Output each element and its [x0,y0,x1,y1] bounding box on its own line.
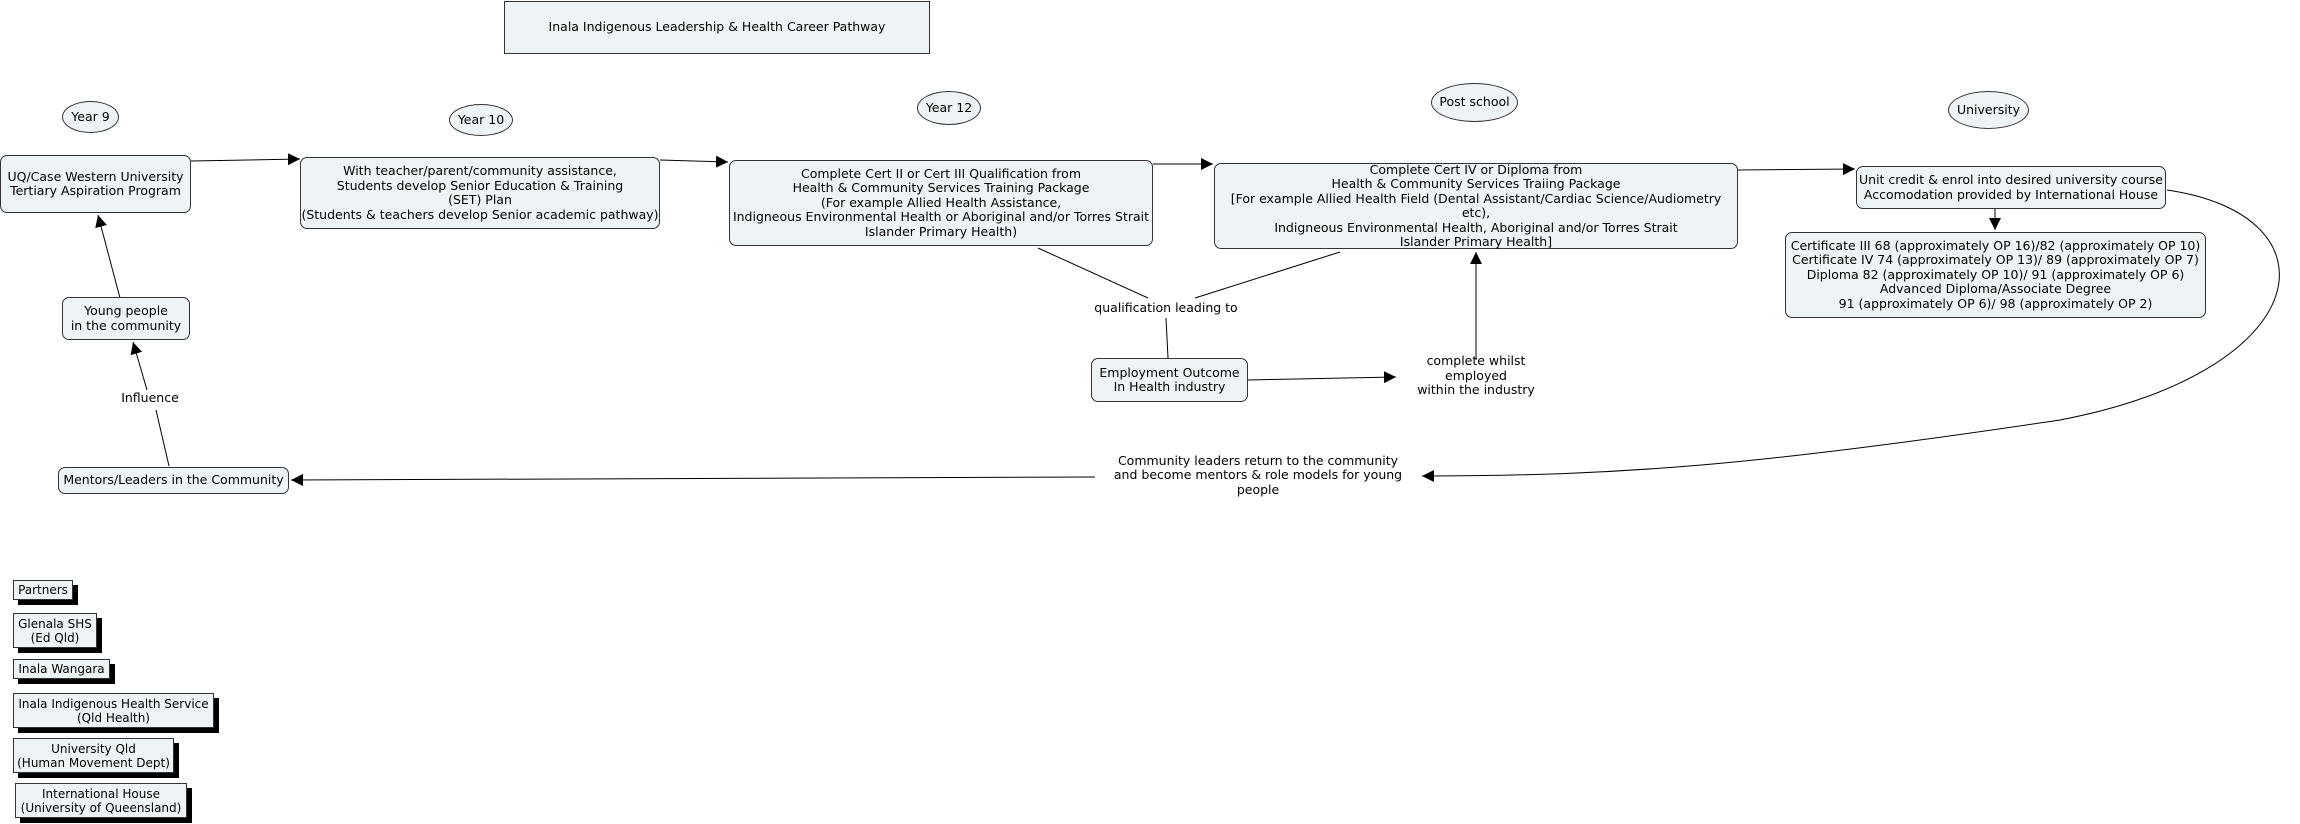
arrow-influence-to-young [130,341,148,391]
arrow-certiv-to-unit [1737,163,1856,176]
link-community-return: Community leaders return to the communit… [1095,453,1421,497]
line-certiv-to-qual [1194,251,1341,299]
partner-inala-wangara: Inala Wangara [13,659,110,679]
node-cert-ii-iii: Complete Cert II or Cert III Qualificati… [729,160,1153,246]
line-cert-to-qual [1037,247,1149,299]
curve-unit-to-community [1421,189,2280,482]
node-young-people: Young people in the community [62,297,190,340]
line-mentors-to-influence [155,409,170,467]
node-unit-credit: Unit credit & enrol into desired univers… [1856,166,2166,209]
arrow-community-to-mentors [290,473,1096,486]
arrow-uq-to-set [190,153,301,166]
link-influence: Influence [120,390,180,407]
node-set-plan: With teacher/parent/community assistance… [300,157,660,229]
link-complete-whilst-employed: complete whilst employed within the indu… [1396,354,1556,397]
line-employment-to-qual [1165,317,1169,359]
node-uq-program: UQ/Case Western University Tertiary Aspi… [0,155,191,213]
partner-international-house: International House (University of Queen… [15,783,187,818]
arrow-set-to-cert [659,155,729,168]
link-qualification-leading-to: qualification leading to [1094,299,1238,317]
partner-university-qld: University Qld (Human Movement Dept) [13,738,174,773]
partner-glenala-shs: Glenala SHS (Ed Qld) [13,613,97,648]
stage-year-12: Year 12 [917,91,981,125]
diagram-title: Inala Indigenous Leadership & Health Car… [504,1,930,54]
node-op-equivalents: Certificate III 68 (approximately OP 16)… [1785,232,2206,318]
arrow-employment-to-complete [1247,371,1397,384]
node-mentors: Mentors/Leaders in the Community [58,467,289,494]
stage-post-school: Post school [1431,83,1518,122]
partner-inala-health-service: Inala Indigenous Health Service (Qld Hea… [13,693,214,728]
stage-year-9: Year 9 [62,101,119,133]
node-employment: Employment Outcome In Health industry [1091,358,1248,402]
node-cert-iv-diploma: Complete Cert IV or Diploma from Health … [1214,162,1738,249]
arrow-young-to-uq [95,214,121,299]
stage-university: University [1948,91,2029,129]
partners-heading: Partners [13,580,73,600]
stage-year-10: Year 10 [449,104,513,136]
